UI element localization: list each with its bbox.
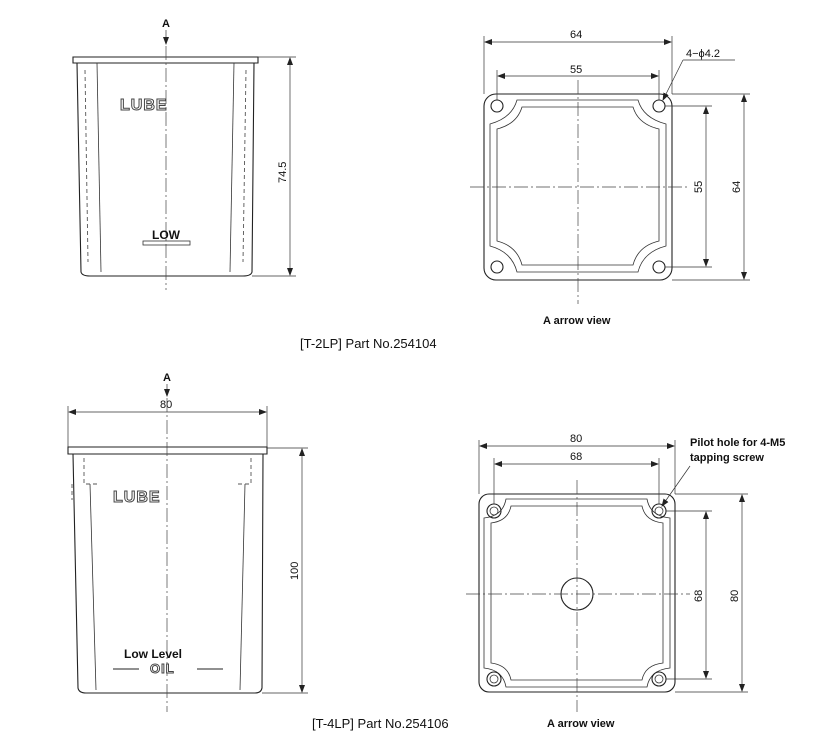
t2lp-vouter-dim: 64	[731, 181, 743, 193]
t4lp-hidden-line-left	[83, 458, 98, 485]
t2lp-body	[76, 62, 255, 277]
t2lp-hidden-line-left	[84, 69, 89, 263]
t4lp-hole-br	[651, 671, 667, 687]
t4lp-hole-tl	[486, 503, 502, 519]
t4lp-pitch-dim: 68	[570, 451, 582, 463]
t4lp-hole-note-line2: tapping screw	[690, 452, 764, 464]
t2lp-side-view: A LUBE LOW 74.5	[72, 18, 296, 290]
t4lp-top-width-dim: 80	[570, 433, 582, 445]
t4lp-lid	[67, 446, 268, 455]
t2lp-outer-rib	[489, 99, 667, 273]
t2lp-hole-leader	[662, 59, 684, 101]
t2lp-hole-bl	[490, 260, 504, 274]
t4lp-hole-note-line1: Pilot hole for 4-M5	[690, 437, 785, 449]
t4lp-width-dim: 80	[160, 399, 172, 411]
t4lp-caption: [T-4LP] Part No.254106	[312, 716, 449, 731]
t2lp-hidden-line-right	[242, 69, 247, 263]
t2lp-low-bar	[142, 240, 191, 246]
t2lp-inner-wall-right	[229, 62, 235, 273]
t4lp-hidden-line-right	[237, 458, 252, 485]
t2lp-caption: [T-2LP] Part No.254104	[300, 336, 437, 351]
t2lp-lid	[72, 56, 259, 64]
t4lp-inner-rib	[490, 505, 664, 681]
t2lp-hole-note: 4−ϕ4.2	[686, 48, 720, 60]
t2lp-inner-wall-left	[96, 62, 102, 273]
t2lp-inner-rib	[496, 106, 660, 266]
t4lp-hole-tr	[651, 503, 667, 519]
t2lp-width-dim: 64	[570, 29, 582, 41]
t4lp-height-dim: 100	[289, 562, 301, 580]
t2lp-logo: LUBE	[120, 97, 168, 114]
t4lp-low-level-label: Low Level	[124, 647, 182, 661]
t4lp-inner-wall-left	[89, 483, 97, 691]
t2lp-view-label: A arrow view	[543, 315, 611, 327]
t2lp-top-view: 64 55 4−ϕ4.2 55 64 A arrow view	[470, 29, 750, 327]
t2lp-height-dim: 74.5	[277, 162, 289, 183]
t2lp-hole-br	[652, 260, 666, 274]
t2lp-arrow-label: A	[162, 18, 170, 30]
t4lp-top-view: 80 68 Pilot hole for 4-M5 tapping screw …	[466, 433, 785, 730]
t4lp-view-label: A arrow view	[547, 718, 615, 730]
t4lp-arrow-label: A	[163, 372, 171, 384]
t4lp-oil-label: OIL	[150, 661, 175, 676]
t2lp-low-mark: LOW	[152, 228, 181, 242]
t4lp-hole-bl	[486, 671, 502, 687]
t4lp-vpitch-dim: 68	[693, 590, 705, 602]
t4lp-body	[72, 453, 264, 694]
t2lp-hole-tl	[490, 99, 504, 113]
t4lp-logo: LUBE	[113, 489, 161, 506]
t4lp-side-view: A 80 LUBE Low Level OIL 100	[67, 372, 308, 712]
t2lp-hole-tr	[652, 99, 666, 113]
t4lp-inner-wall-right	[239, 483, 246, 691]
t2lp-pitch-dim: 55	[570, 64, 582, 76]
t4lp-hole-leader	[661, 465, 691, 507]
t2lp-vpitch-dim: 55	[693, 181, 705, 193]
t4lp-vouter-dim: 80	[729, 590, 741, 602]
